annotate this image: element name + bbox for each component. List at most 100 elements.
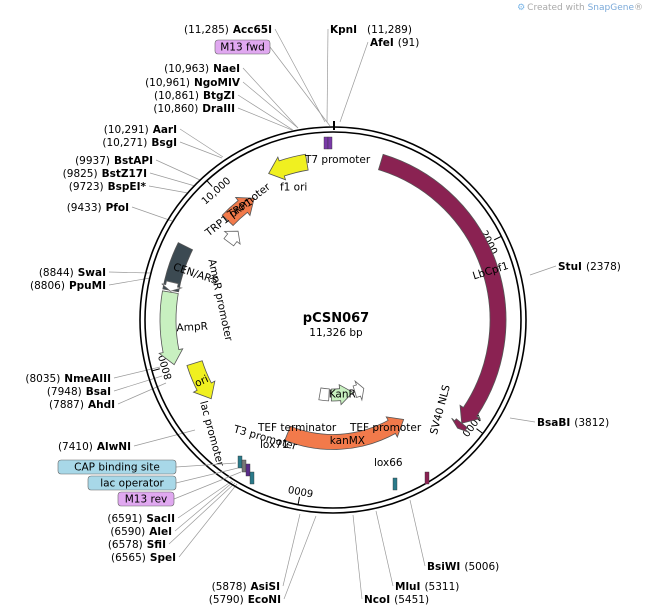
map-center: pCSN067 11,326 bp bbox=[303, 311, 369, 339]
feature-lbcpf1[interactable] bbox=[378, 153, 507, 424]
site-bsgi[interactable]: (10,271)BsgI bbox=[102, 137, 177, 149]
small-feature-marker[interactable] bbox=[327, 136, 333, 150]
site-leader bbox=[179, 141, 223, 159]
site-name: PfoI bbox=[106, 202, 129, 214]
site-sfii[interactable]: (6578)SfiI bbox=[108, 539, 166, 551]
site-sacii[interactable]: (6591)SacII bbox=[107, 513, 175, 525]
site-ahdi[interactable]: (7887)AhdI bbox=[49, 399, 115, 411]
restriction-sites: (11,285)Acc65I KpnI (11,289)AfeI(91) (10,96… bbox=[25, 24, 621, 606]
promoter-trp1p[interactable] bbox=[223, 230, 241, 247]
site-draiii[interactable]: (10,860)DraIII bbox=[153, 103, 235, 115]
svg-text:(6590)AleI: (6590)AleI bbox=[110, 526, 172, 538]
svg-text:(7410)AlwNI: (7410)AlwNI bbox=[58, 441, 131, 453]
small-feature-marker[interactable] bbox=[249, 471, 255, 485]
site-leader bbox=[326, 28, 329, 123]
site-position: (5451) bbox=[394, 594, 429, 606]
site-afei[interactable]: AfeI(91) bbox=[370, 37, 419, 49]
svg-text:(9723)BspEI*: (9723)BspEI* bbox=[69, 181, 147, 193]
site-btgzi[interactable]: (10,861)BtgZI bbox=[154, 90, 235, 102]
site-name: NmeAIII bbox=[64, 373, 111, 385]
site-leader bbox=[179, 128, 224, 158]
promoter-tefp[interactable] bbox=[352, 379, 365, 402]
site-nmeaiii[interactable]: (8035) NmeAIII bbox=[25, 373, 111, 385]
site-name: Acc65I bbox=[233, 24, 272, 36]
feature-sv40[interactable] bbox=[451, 417, 469, 433]
site-alei[interactable]: (6590)AleI bbox=[110, 526, 172, 538]
site-stui[interactable]: StuI(2378) bbox=[558, 261, 621, 273]
site-leader bbox=[242, 81, 299, 129]
feature-trp1[interactable] bbox=[221, 197, 255, 227]
site-ngomiv[interactable]: (10,961)NgoMIV bbox=[145, 77, 241, 89]
small-feature-marker[interactable] bbox=[392, 477, 398, 491]
boxed-label-lacop[interactable] bbox=[87, 475, 177, 491]
snapgene-logo-icon: ⚙ bbox=[517, 3, 526, 13]
svg-text:(8806)PpuMI: (8806)PpuMI bbox=[30, 280, 106, 292]
site-bsai[interactable]: (7948)BsaI bbox=[47, 386, 111, 398]
site-position: (8806) bbox=[30, 280, 65, 292]
small-feature-marker[interactable] bbox=[237, 455, 243, 469]
feature-kanmx[interactable] bbox=[284, 416, 405, 450]
site-leader bbox=[177, 480, 233, 519]
snapgene-credit: ⚙Created with SnapGene® bbox=[517, 3, 643, 13]
boxed-label-leader bbox=[269, 46, 331, 127]
small-feature-marker[interactable] bbox=[245, 463, 251, 477]
site-leader bbox=[178, 483, 238, 558]
svg-text:(9937)BstAPI: (9937)BstAPI bbox=[75, 155, 153, 167]
feature-ampr[interactable] bbox=[158, 290, 184, 366]
promoter-amprp[interactable] bbox=[161, 280, 183, 292]
site-position: (5006) bbox=[464, 561, 499, 573]
small-feature-marker[interactable] bbox=[241, 459, 247, 473]
site-position[interactable]: (11,289) bbox=[367, 24, 412, 36]
site-ncoi[interactable]: NcoI(5451) bbox=[364, 594, 429, 606]
site-leader bbox=[149, 172, 196, 187]
feature-ori[interactable] bbox=[186, 360, 216, 400]
site-position: (5311) bbox=[424, 581, 459, 593]
site-name: AarI bbox=[153, 124, 177, 136]
feature-cenars[interactable] bbox=[162, 242, 194, 293]
site-position: (10,961) bbox=[145, 77, 190, 89]
feature-f1ori[interactable] bbox=[268, 153, 309, 181]
feature-label-lacp: lac promoter bbox=[197, 400, 226, 469]
site-position: (9937) bbox=[75, 155, 110, 167]
feature-kanr[interactable] bbox=[330, 383, 354, 406]
site-naei[interactable]: (10,963)NaeI bbox=[164, 63, 240, 75]
site-acc65i[interactable]: (11,285)Acc65I bbox=[184, 24, 272, 36]
site-bstapi[interactable]: (9937)BstAPI bbox=[75, 155, 153, 167]
site-position: (7948) bbox=[47, 386, 82, 398]
site-alwni[interactable]: (7410)AlwNI bbox=[58, 441, 131, 453]
site-ppumi[interactable]: (8806)PpuMI bbox=[30, 280, 106, 292]
site-econi[interactable]: (5790)EcoNI bbox=[209, 594, 281, 606]
site-swai[interactable]: (8844)SwaI bbox=[39, 267, 106, 279]
promoter-label-amprp: AmpR promoter bbox=[205, 258, 234, 343]
site-position: (91) bbox=[398, 37, 420, 49]
boxed-label-m13rev[interactable] bbox=[117, 491, 175, 507]
site-name: BsgI bbox=[151, 137, 177, 149]
site-name: BstZ17I bbox=[102, 168, 147, 180]
promoter-teft[interactable] bbox=[318, 387, 330, 402]
svg-text:(8844)SwaI: (8844)SwaI bbox=[39, 267, 106, 279]
site-mlui[interactable]: MluI(5311) bbox=[395, 581, 459, 593]
small-feature-marker[interactable] bbox=[424, 471, 430, 485]
site-leader bbox=[155, 159, 201, 181]
small-feature-marker[interactable] bbox=[323, 136, 329, 150]
site-asisi[interactable]: (5878)AsiSI bbox=[212, 581, 280, 593]
site-position: (8035) bbox=[25, 373, 60, 385]
boxed-label-cap[interactable] bbox=[57, 459, 177, 475]
site-spei[interactable]: (6565)SpeI bbox=[111, 552, 176, 564]
site-leader bbox=[375, 510, 394, 587]
site-position: (10,861) bbox=[154, 90, 199, 102]
feature-label-sv40: SV40 NLS bbox=[428, 383, 453, 436]
site-kpni[interactable]: KpnI bbox=[330, 24, 357, 36]
plasmid-name: pCSN067 bbox=[303, 311, 369, 326]
feature-label-kanr: KanR bbox=[329, 388, 356, 400]
site-bsiwi[interactable]: BsiWI(5006) bbox=[427, 561, 499, 573]
site-bstz17i[interactable]: (9825)BstZ17I bbox=[63, 168, 147, 180]
site-bspei[interactable]: (9723)BspEI* bbox=[69, 181, 147, 193]
site-aari[interactable]: (10,291)AarI bbox=[104, 124, 177, 136]
site-pfoi[interactable]: (9433)PfoI bbox=[67, 202, 129, 214]
site-bsabi[interactable]: BsaBI(3812) bbox=[537, 417, 609, 429]
site-position: (10,860) bbox=[153, 103, 198, 115]
boxed-label-m13fwd[interactable] bbox=[214, 39, 271, 55]
